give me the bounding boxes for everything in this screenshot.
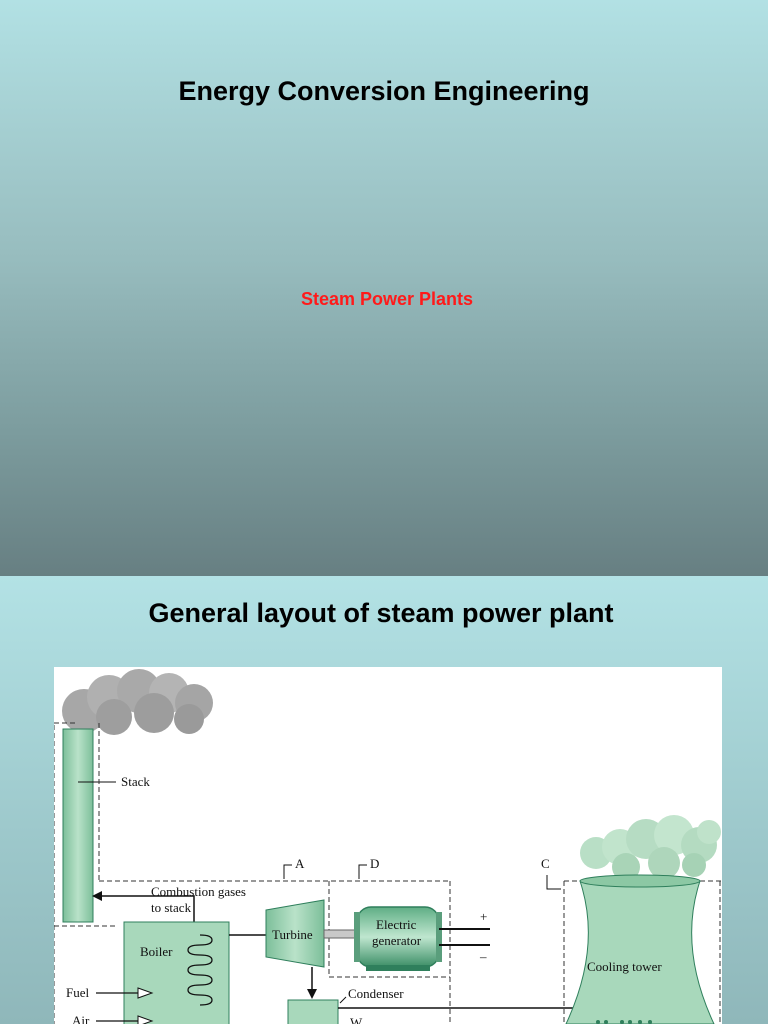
turbine-label: Turbine — [272, 927, 313, 942]
plus-terminal: + — [480, 909, 487, 924]
combustion-label-1: Combustion gases — [151, 884, 246, 899]
label-d: D — [370, 856, 379, 871]
stack-label: Stack — [121, 774, 150, 789]
spray-drops — [596, 1020, 652, 1024]
cooling-tower-label: Cooling tower — [587, 959, 662, 974]
combustion-label-2: to stack — [151, 900, 192, 915]
slide-1-title: Energy Conversion Engineering — [178, 76, 590, 106]
generator-label-1: Electric — [376, 917, 417, 932]
tower-steam-cloud — [580, 815, 721, 881]
condenser-unit — [287, 999, 339, 1024]
steam-plant-diagram: Stack A D C Combustion gases — [54, 667, 722, 1024]
generator-label-2: generator — [372, 933, 422, 948]
boiler-label: Boiler — [140, 944, 173, 959]
minus-terminal: – — [479, 949, 487, 964]
slide-1-subtitle: Steam Power Plants — [300, 289, 474, 309]
smoke-cloud — [62, 669, 213, 735]
boiler-unit — [123, 921, 230, 1024]
label-c: C — [541, 856, 550, 871]
slide-1: Energy Conversion Engineering Steam Powe… — [0, 0, 768, 576]
slide-2-title: General layout of steam power plant — [148, 598, 614, 628]
water-label: W — [350, 1015, 363, 1024]
stack-chimney — [62, 728, 116, 923]
air-label: Air — [72, 1013, 90, 1024]
cooling-tower — [565, 874, 715, 1024]
label-a: A — [295, 856, 305, 871]
fuel-label: Fuel — [66, 985, 90, 1000]
electric-generator — [354, 906, 442, 971]
condenser-label: Condenser — [348, 986, 404, 1001]
slide-2: General layout of steam power plant — [0, 576, 768, 1024]
turbine-unit — [265, 899, 325, 968]
